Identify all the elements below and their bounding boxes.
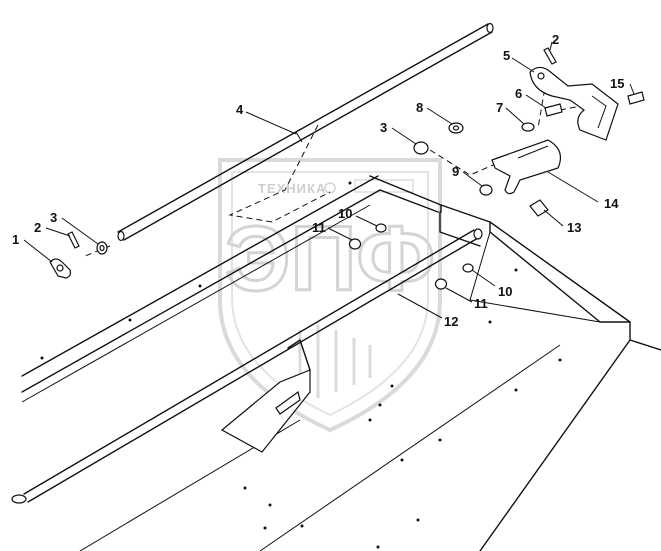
frame-top-edge-1 — [21, 175, 379, 377]
callout-10-lower: 10 — [498, 284, 512, 299]
callout-4: 4 — [236, 102, 244, 117]
callout-12: 12 — [444, 314, 458, 329]
callout-2-right: 2 — [552, 32, 559, 47]
rod-12-end-plate — [11, 494, 27, 504]
bolt-part-6 — [544, 103, 563, 117]
mid-bracket-plate — [220, 369, 311, 453]
mid-bracket-upright — [287, 339, 311, 371]
callout-8: 8 — [416, 100, 423, 115]
washer-part-10-upper — [375, 223, 387, 233]
callout-3-right: 3 — [380, 120, 387, 135]
callout-7: 7 — [496, 100, 503, 115]
callout-5: 5 — [503, 48, 510, 63]
nut-part-11-lower — [434, 278, 448, 290]
callout-11-lower: 11 — [474, 296, 488, 311]
frame-top-edge-2 — [21, 189, 381, 393]
callout-2-left: 2 — [34, 220, 41, 235]
handle-bracket-part-5 — [529, 66, 619, 141]
callout-1: 1 — [12, 232, 19, 247]
callout-3-left: 3 — [50, 210, 57, 225]
callout-6: 6 — [515, 86, 522, 101]
crossmember-extension — [440, 204, 491, 233]
nut-part-3-upper — [413, 141, 429, 155]
watermark-shield-inner — [231, 171, 429, 417]
callout-9: 9 — [452, 164, 459, 179]
watermark-dot-icon — [324, 182, 336, 194]
right-panel-inner — [489, 231, 601, 323]
callout-13: 13 — [567, 220, 581, 235]
right-hardware — [348, 47, 645, 290]
callout-10-upper: 10 — [338, 206, 352, 221]
washer-part-10-lower — [462, 263, 474, 273]
callout-14: 14 — [604, 196, 619, 211]
front-panel-edge — [479, 339, 631, 551]
crossmember-lower — [379, 189, 439, 213]
floor-center — [259, 344, 561, 551]
right-panel-top — [489, 221, 631, 323]
rod-12-top-edge — [23, 229, 475, 495]
assembly-line-a — [228, 124, 331, 223]
crossmember-top — [369, 175, 442, 213]
toothed-sector-teeth — [517, 145, 549, 159]
bolt-part-13 — [529, 199, 549, 217]
mid-bracket-slot — [275, 390, 301, 415]
rear-upright — [469, 231, 491, 301]
bracket-drop — [439, 211, 481, 247]
pin-part-2-right — [543, 47, 557, 65]
rod-4-bottom-edge — [123, 31, 493, 241]
frame-top-edge-3 — [21, 204, 371, 403]
pin-part-2-left — [67, 231, 80, 249]
frame-structure — [21, 175, 661, 551]
watermark-caption: ТЕХНИКА — [258, 181, 326, 196]
handle-bracket-loop — [591, 95, 607, 129]
floor-rear — [469, 299, 601, 323]
rod-4-joint — [295, 131, 303, 143]
rod-4-end — [117, 230, 125, 242]
latch-hook-hole — [56, 264, 64, 272]
callout-labels: 1 2 2 3 3 4 5 6 7 8 9 10 10 11 11 12 13 … — [12, 32, 624, 329]
rod-part-4 — [117, 22, 494, 242]
nut-part-9 — [479, 184, 493, 196]
callout-15: 15 — [610, 76, 624, 91]
callout-11-upper: 11 — [312, 220, 326, 235]
right-panel-corner — [629, 321, 661, 351]
rod-12-far-end — [473, 228, 483, 240]
bolt-part-15 — [627, 91, 645, 105]
handle-bracket-hole — [537, 72, 545, 80]
watermark-shield-outline — [218, 158, 442, 433]
rivets — [40, 181, 562, 549]
leader-lines — [23, 41, 635, 319]
rod-4-top-edge — [117, 23, 489, 233]
rod-4-far-end — [486, 22, 494, 34]
rod-part-12 — [11, 228, 483, 504]
washer-part-7 — [521, 122, 535, 132]
nut-part-11-upper — [348, 238, 362, 250]
assembly-line-c — [429, 149, 501, 176]
left-hardware — [49, 231, 108, 279]
rod-12-bottom-edge — [27, 237, 479, 503]
toothed-sector-part-14 — [491, 139, 561, 195]
